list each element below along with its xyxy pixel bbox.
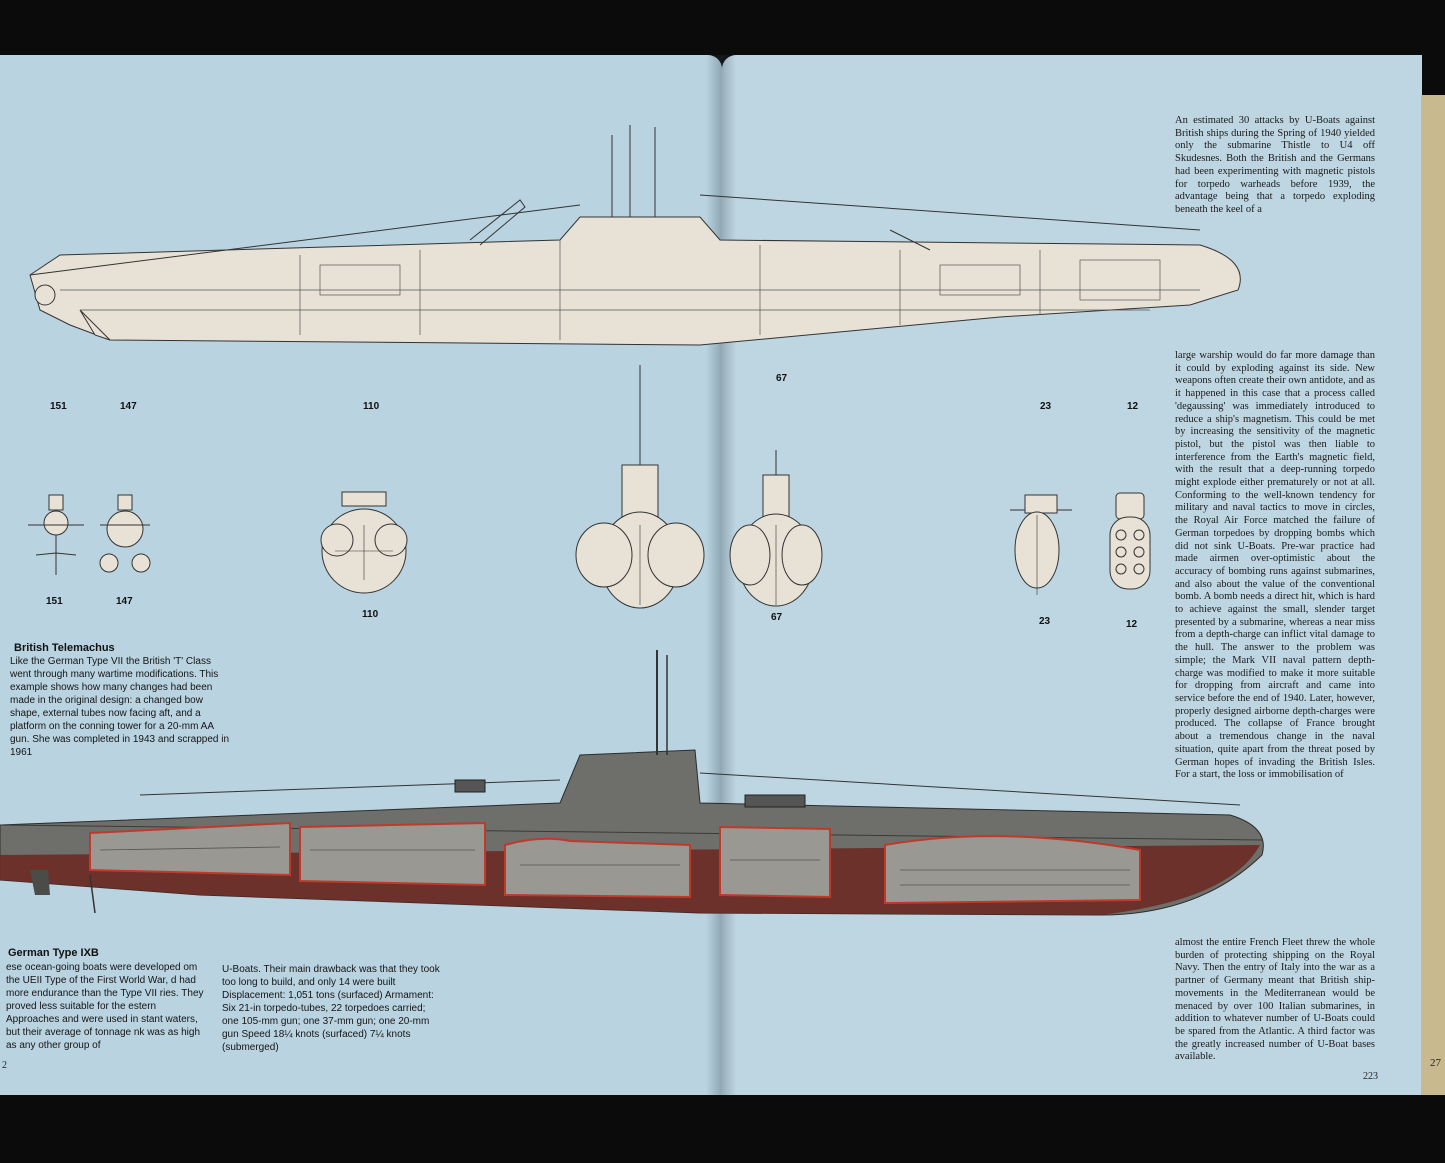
right-page: An estimated 30 attacks by U-Boats again… [722,55,1422,1095]
right-page-number: 223 [1363,1071,1378,1082]
label-23-upper: 23 [1040,401,1052,412]
label-67-lower: 67 [771,612,783,623]
label-67-upper: 67 [776,373,788,384]
label-151-lower: 151 [46,596,63,607]
type-ixb-cutaway-drawing [0,650,1264,916]
left-page-number: 2 [2,1060,7,1071]
book-gutter [706,55,736,1095]
body-text-middle: large warship would do far more damage t… [1175,350,1375,781]
label-151-upper: 151 [50,401,67,412]
cross-section-drawings [28,365,1151,609]
label-110-lower: 110 [362,609,379,620]
illustrations [0,125,1264,916]
body-text-top: An estimated 30 attacks by U-Boats again… [1175,115,1375,215]
ixb-caption-title: German Type IXB [8,947,99,959]
label-147-upper: 147 [120,401,137,412]
next-page-edge [1421,95,1445,1095]
ixb-caption-col2: U-Boats. Their main drawback was that th… [222,964,440,1053]
label-12-upper: 12 [1127,401,1139,412]
ixb-caption-col1: ese ocean-going boats were developed om … [6,962,204,1051]
label-23-lower: 23 [1039,616,1051,627]
book-spread: 151 147 110 151 147 110 British Telemach… [0,55,1445,1095]
edge-page-number: 27 [1430,1057,1441,1069]
body-text-bottom: almost the entire French Fleet threw the… [1175,937,1375,1063]
label-110-upper: 110 [363,401,380,412]
label-12-lower: 12 [1126,619,1138,630]
telemachus-caption-text: Like the German Type VII the British 'T'… [10,656,230,758]
telemachus-caption-title: British Telemachus [14,642,115,654]
label-147-lower: 147 [116,596,133,607]
telemachus-profile-drawing [29,125,1241,346]
